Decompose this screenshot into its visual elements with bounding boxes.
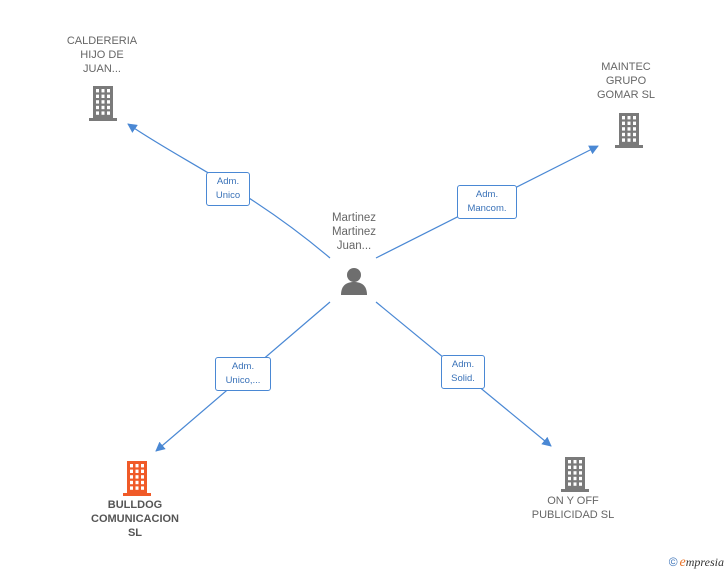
building-icon[interactable] (88, 85, 118, 126)
company-label-caldereria[interactable]: CALDERERIA HIJO DE JUAN... (66, 35, 138, 75)
copyright-symbol: © (668, 555, 678, 569)
company-label-onyoff[interactable]: ON Y OFF PUBLICIDAD SL (531, 495, 615, 521)
relation-badge-maintec[interactable]: Adm. Mancom. (457, 185, 517, 219)
building-icon[interactable] (122, 460, 152, 501)
relation-badge-caldereria[interactable]: Adm. Unico (206, 172, 250, 206)
person-name-label[interactable]: Martinez Martinez Juan... (331, 212, 377, 252)
building-icon[interactable] (560, 456, 590, 497)
building-icon[interactable] (614, 112, 644, 153)
person-icon[interactable] (339, 266, 369, 301)
brand-initial: e (679, 555, 686, 570)
company-label-maintec[interactable]: MAINTEC GRUPO GOMAR SL (596, 61, 656, 101)
company-label-bulldog[interactable]: BULLDOG COMUNICACION SL (91, 499, 179, 539)
relation-badge-bulldog[interactable]: Adm. Unico,... (215, 357, 271, 391)
relation-badge-onyoff[interactable]: Adm. Solid. (441, 355, 485, 389)
brand-name: mpresia (685, 555, 724, 569)
brand-logo[interactable]: ©empresia (669, 555, 724, 571)
